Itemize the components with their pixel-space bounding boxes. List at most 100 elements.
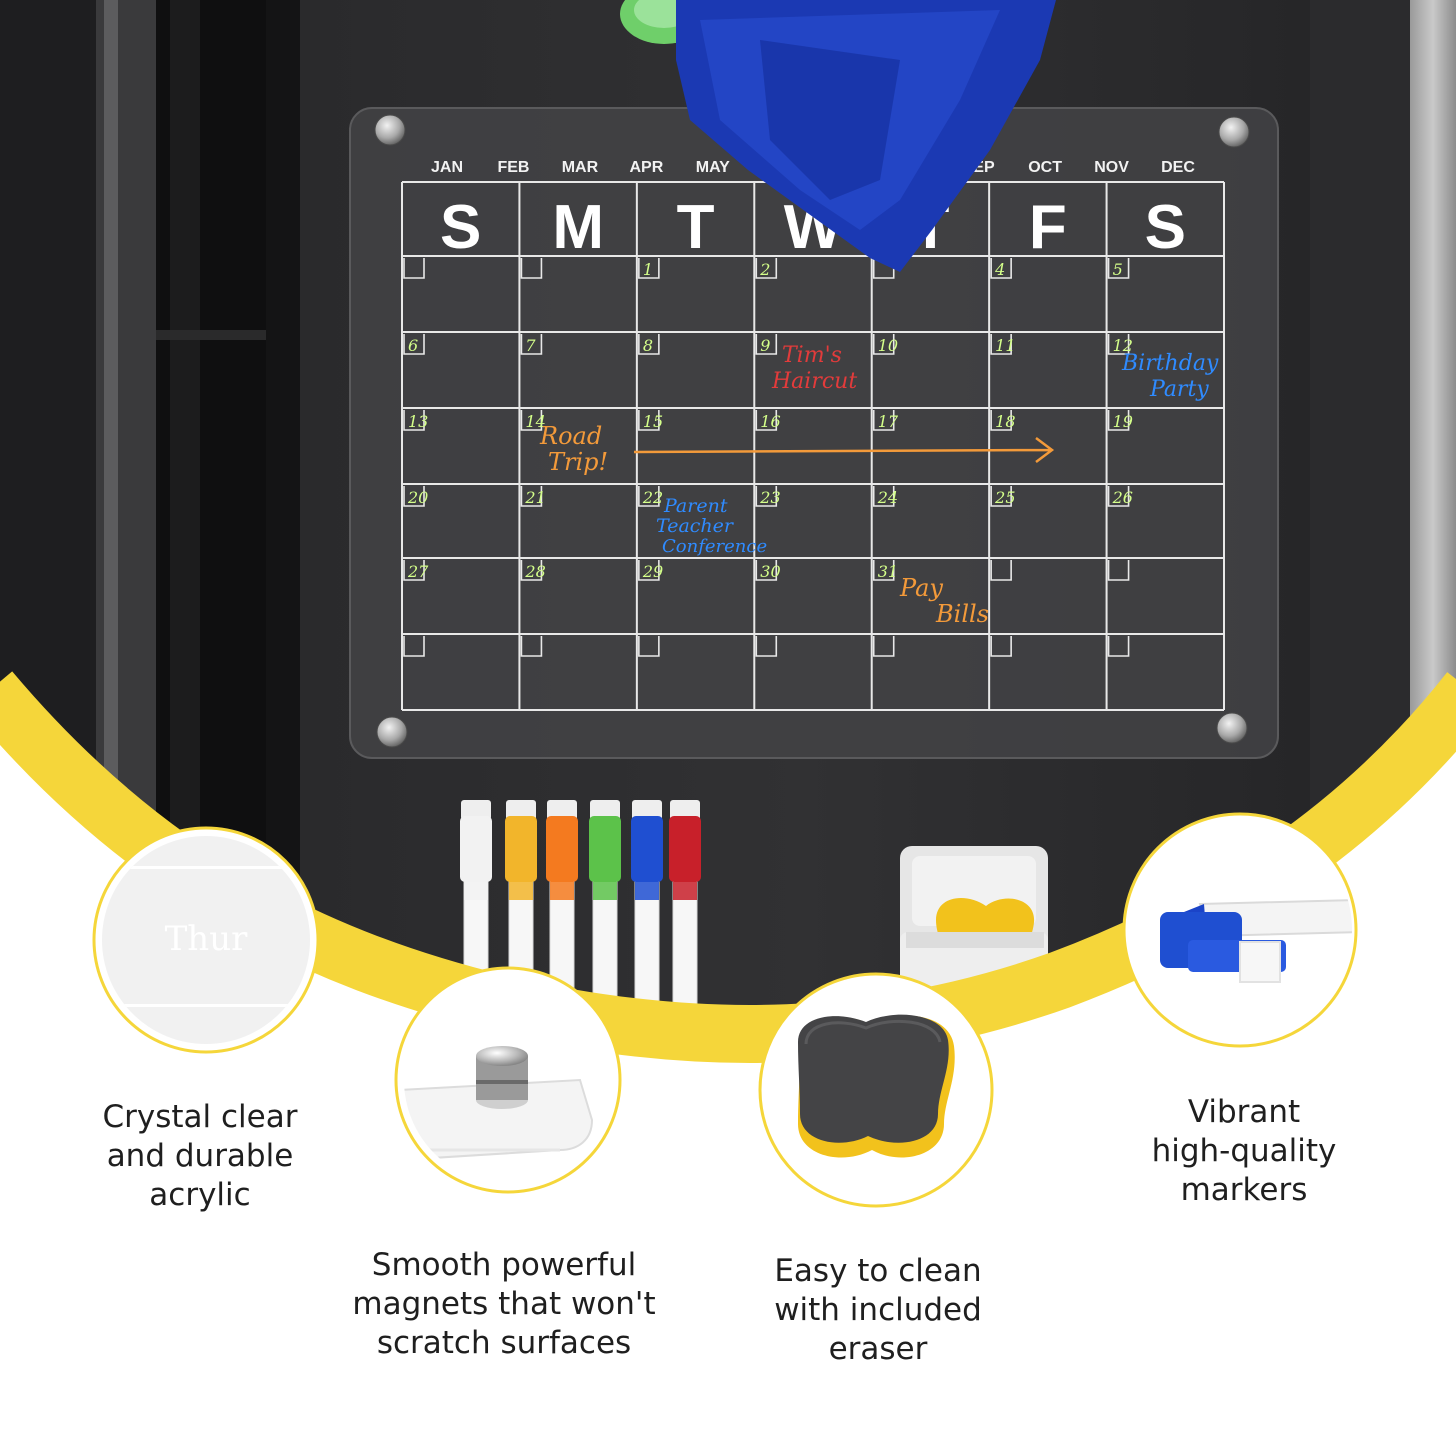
date-number: 24 bbox=[877, 488, 898, 507]
note-birthday-line2: Party bbox=[1149, 377, 1209, 402]
date-number: 10 bbox=[878, 336, 898, 355]
date-box bbox=[990, 334, 1012, 355]
month-label: APR bbox=[629, 159, 663, 176]
month-label: OCT bbox=[1028, 159, 1062, 176]
weekday-header: S bbox=[440, 193, 481, 262]
screw bbox=[376, 716, 408, 748]
date-box bbox=[990, 636, 1012, 657]
note-parent-line1: Parent bbox=[663, 495, 728, 517]
date-number: 21 bbox=[524, 488, 545, 507]
date-box bbox=[990, 560, 1012, 581]
month-label: FEB bbox=[497, 159, 529, 176]
mounting-screws bbox=[374, 114, 1250, 748]
month-label: MAY bbox=[696, 159, 730, 176]
date-box bbox=[403, 258, 425, 279]
microfiber-cloth bbox=[620, 0, 1056, 272]
date-box bbox=[755, 636, 778, 657]
date-box bbox=[872, 636, 895, 657]
date-box bbox=[638, 486, 660, 507]
caption-magnets-line3: scratch surfaces bbox=[376, 1325, 632, 1361]
date-box bbox=[755, 486, 778, 507]
date-box bbox=[872, 486, 895, 507]
note-tims-haircut-line2: Haircut bbox=[771, 369, 857, 394]
caption-magnets: Smooth powerful magnets that won't scrat… bbox=[344, 1246, 664, 1363]
date-number: 23 bbox=[759, 488, 780, 507]
date-box bbox=[403, 636, 425, 657]
date-number: 14 bbox=[525, 412, 545, 431]
screw bbox=[1218, 116, 1250, 148]
date-box bbox=[520, 258, 543, 279]
caption-eraser-line3: eraser bbox=[828, 1331, 928, 1367]
date-number: 2 bbox=[759, 260, 770, 279]
month-label: DEC bbox=[1161, 159, 1195, 176]
date-number: 4 bbox=[994, 260, 1005, 279]
date-number: 15 bbox=[643, 412, 663, 431]
date-box bbox=[638, 334, 660, 355]
date-number: 30 bbox=[760, 562, 780, 581]
date-box bbox=[520, 486, 543, 507]
date-number: 12 bbox=[1113, 336, 1133, 355]
note-road-trip-line2: Trip! bbox=[548, 448, 608, 476]
date-number: 13 bbox=[408, 412, 428, 431]
feature-circle-eraser bbox=[758, 972, 994, 1208]
date-box bbox=[403, 486, 425, 507]
note-pay-bills-line1: Pay bbox=[899, 574, 943, 602]
weekday-header: S bbox=[1145, 193, 1186, 262]
date-box bbox=[520, 410, 543, 431]
marker bbox=[589, 800, 621, 1051]
date-number: 28 bbox=[524, 562, 545, 581]
date-box bbox=[520, 560, 543, 581]
note-road-trip-line1: Road bbox=[539, 422, 602, 450]
date-number: 31 bbox=[878, 562, 898, 581]
caption-acrylic-line2: and durable bbox=[106, 1138, 294, 1174]
weekday-headers: SMTWTFS bbox=[440, 193, 1186, 262]
date-number: 16 bbox=[760, 412, 780, 431]
date-box bbox=[638, 410, 660, 431]
caption-eraser-line2: with included bbox=[774, 1292, 982, 1328]
date-number: 5 bbox=[1113, 260, 1123, 279]
screw bbox=[1216, 712, 1248, 744]
date-box bbox=[872, 410, 895, 431]
caption-markers-line3: markers bbox=[1180, 1172, 1308, 1208]
date-number: 26 bbox=[1112, 488, 1133, 507]
date-number: 7 bbox=[525, 336, 536, 355]
note-pay-bills-line2: Bills bbox=[935, 600, 989, 628]
note-birthday-line1: Birthday bbox=[1121, 351, 1219, 376]
date-box bbox=[990, 486, 1012, 507]
date-box bbox=[638, 560, 660, 581]
date-box bbox=[872, 334, 895, 355]
date-number: 27 bbox=[407, 562, 429, 581]
date-number: 18 bbox=[995, 412, 1015, 431]
caption-eraser: Easy to clean with included eraser bbox=[738, 1252, 1018, 1369]
date-box bbox=[755, 410, 778, 431]
date-number: 19 bbox=[1113, 412, 1133, 431]
date-box bbox=[403, 410, 425, 431]
caption-acrylic: Crystal clear and durable acrylic bbox=[60, 1098, 340, 1215]
date-box bbox=[1107, 258, 1130, 279]
caption-acrylic-line1: Crystal clear bbox=[102, 1099, 298, 1135]
date-box bbox=[755, 334, 778, 355]
caption-acrylic-line3: acrylic bbox=[149, 1177, 251, 1213]
date-number: 9 bbox=[760, 336, 770, 355]
feature-circle-magnet bbox=[394, 966, 622, 1194]
date-box bbox=[403, 334, 425, 355]
note-parent-line2: Teacher bbox=[656, 515, 735, 537]
date-box bbox=[520, 636, 543, 657]
note-tims-haircut-line1: Tim's bbox=[782, 343, 842, 368]
date-box bbox=[638, 258, 660, 279]
date-box bbox=[520, 334, 543, 355]
caption-markers: Vibrant high-quality markers bbox=[1114, 1093, 1374, 1210]
weekday-header: M bbox=[552, 193, 604, 262]
date-number: 17 bbox=[878, 412, 899, 431]
acrylic-inset-text: Thur bbox=[165, 919, 248, 959]
caption-markers-line2: high-quality bbox=[1151, 1133, 1337, 1169]
date-box bbox=[638, 636, 660, 657]
month-label: MAR bbox=[562, 159, 599, 176]
date-box bbox=[1107, 486, 1130, 507]
weekday-header: F bbox=[1029, 193, 1067, 262]
caption-magnets-line2: magnets that won't bbox=[352, 1286, 656, 1322]
handwritten-notes: Tim's Haircut Birthday Party Road Trip! … bbox=[539, 343, 1219, 628]
